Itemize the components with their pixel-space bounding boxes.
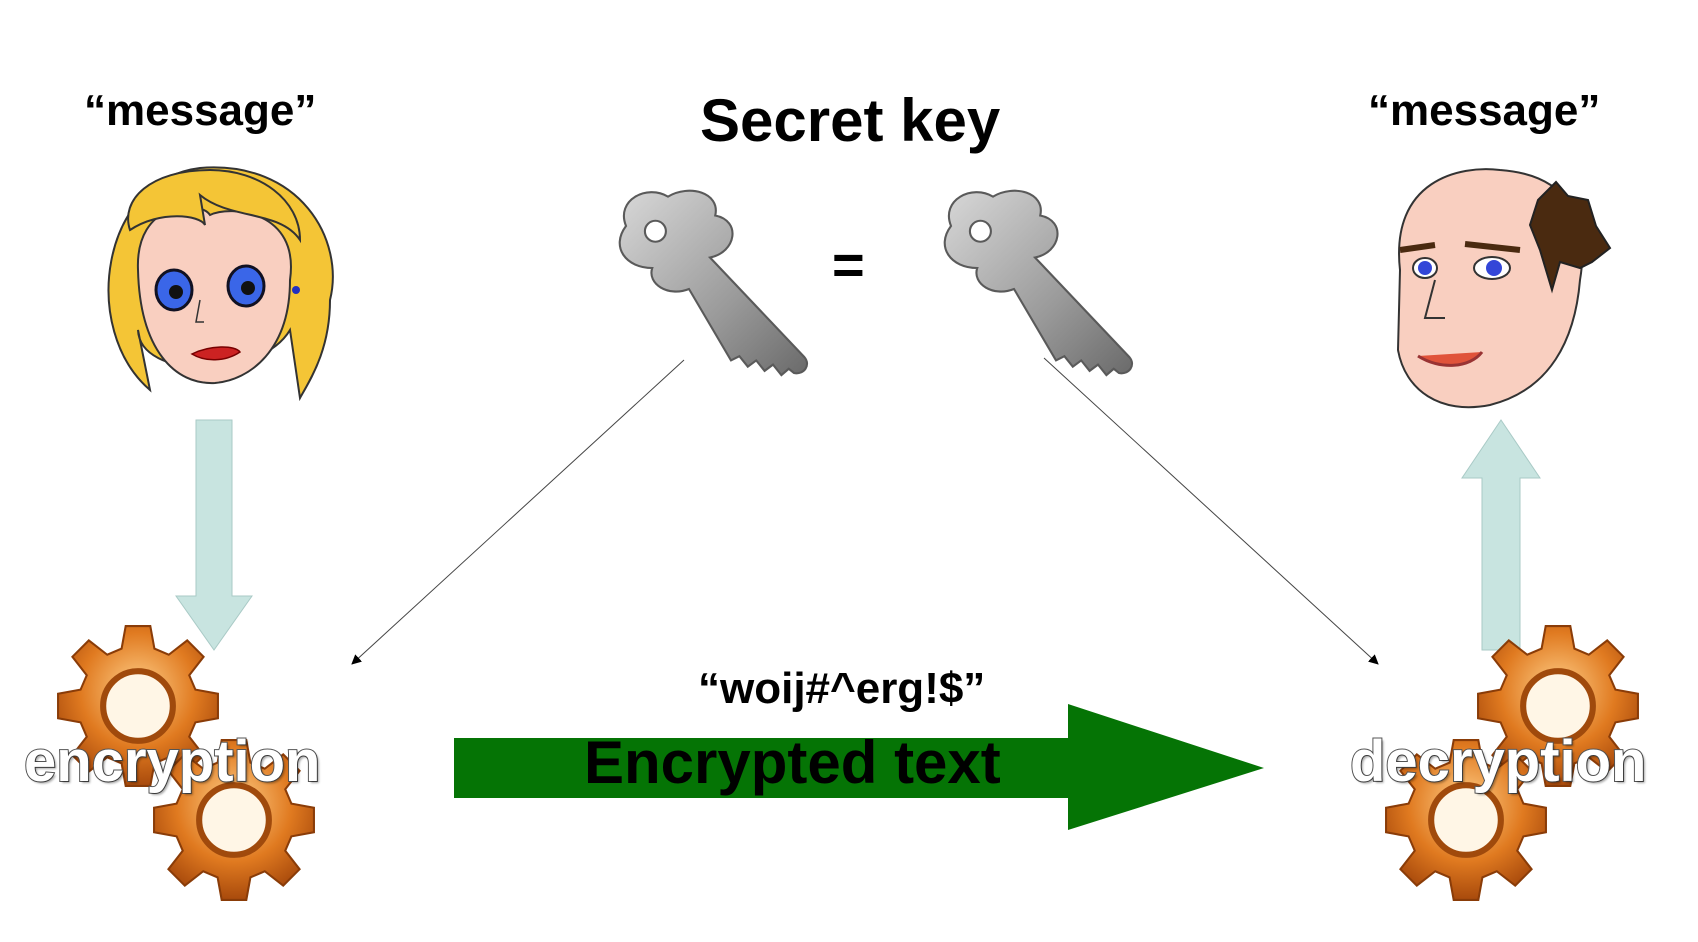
sender-message-label: “message” [84,86,317,135]
man-face-icon [1396,168,1612,409]
encrypted-text-label: Encrypted text [584,729,1001,796]
keys-equal-sign: = [832,233,865,296]
receiver-message-label: “message” [1368,86,1601,135]
key-to-decryption-arrow [1043,357,1379,665]
message-to-encryption-arrow [175,419,253,651]
key-icon [943,189,1134,377]
ciphertext-sample: “woij#^erg!$” [698,664,986,713]
secret-key-title: Secret key [700,87,1001,154]
encryption-label: encryption [23,728,321,795]
decryption-label: decryption [1349,728,1647,795]
decryption-to-message-arrow [1461,419,1541,651]
key-icon [618,189,809,377]
key-to-encryption-arrow [351,359,685,665]
woman-face-icon [107,166,334,402]
encrypted-channel-arrow [454,704,1264,830]
